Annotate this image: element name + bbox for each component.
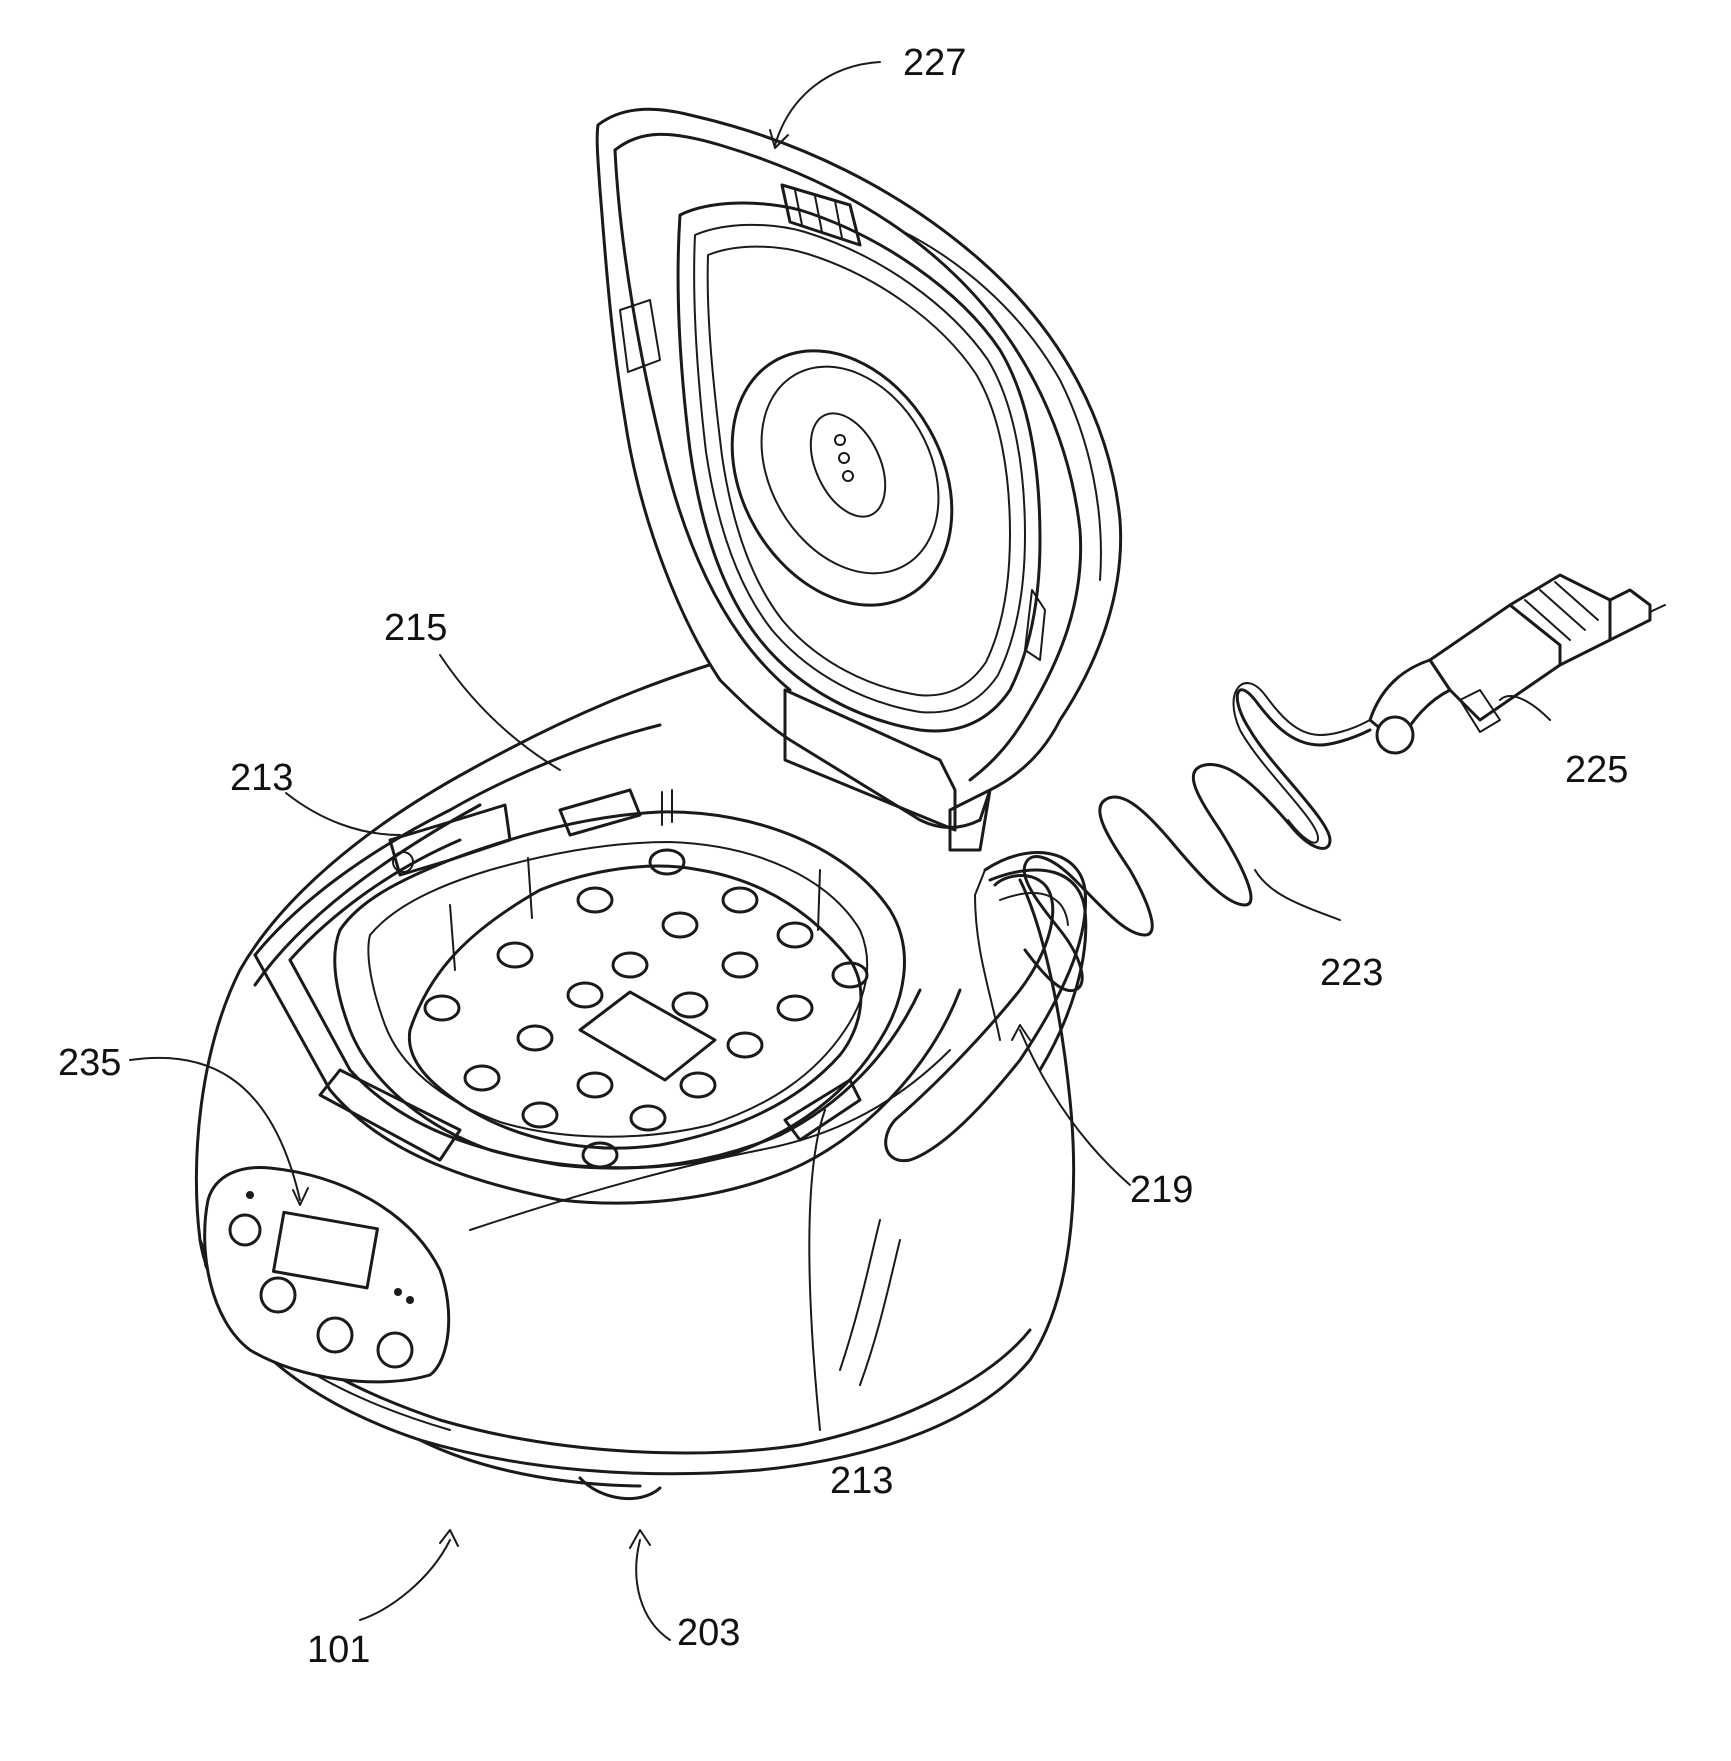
- leader-227: [775, 62, 880, 145]
- label-219: 219: [1130, 1169, 1193, 1211]
- label-235: 235: [58, 1042, 121, 1084]
- control-panel: [205, 1167, 449, 1381]
- cigarette-plug: [1370, 575, 1665, 753]
- indicator-dot: [394, 1288, 402, 1296]
- clip: [320, 1070, 460, 1160]
- chamber: [255, 725, 960, 1203]
- leader-213a: [286, 793, 400, 835]
- label-227: 227: [903, 42, 966, 84]
- leader-223: [1255, 870, 1340, 920]
- label-213-lower: 213: [830, 1460, 893, 1502]
- lid: [597, 109, 1120, 850]
- label-215: 215: [384, 607, 447, 649]
- leader-101: [360, 1540, 450, 1620]
- indicator-dot: [246, 1191, 254, 1199]
- label-225: 225: [1565, 749, 1628, 791]
- center-sensor: [580, 992, 715, 1080]
- clip: [560, 790, 640, 835]
- label-101: 101: [307, 1629, 370, 1671]
- leader-203: [636, 1540, 670, 1640]
- label-203: 203: [677, 1612, 740, 1654]
- power-cord: [1024, 683, 1370, 991]
- label-223: 223: [1320, 952, 1383, 994]
- label-213: 213: [230, 757, 293, 799]
- indicator-dot: [406, 1296, 414, 1304]
